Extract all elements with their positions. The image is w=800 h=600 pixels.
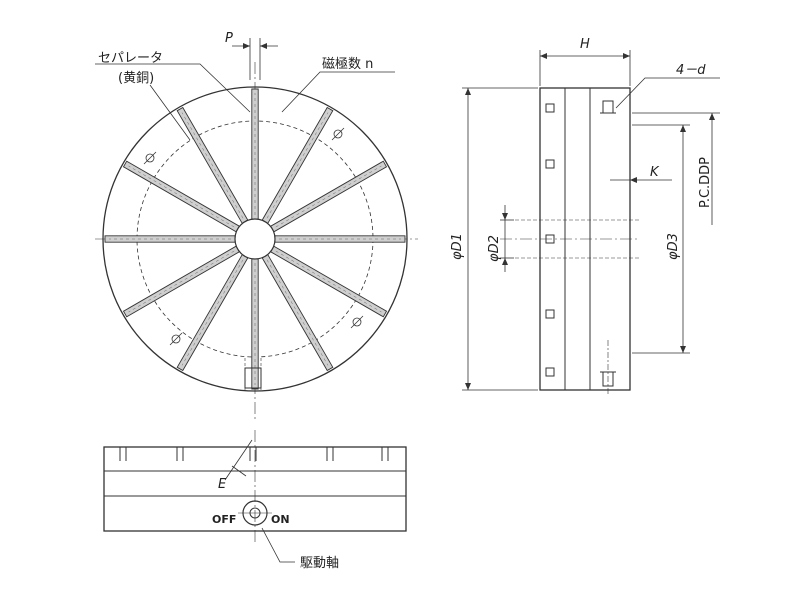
separator-centerline bbox=[181, 112, 244, 219]
p-label: P bbox=[225, 31, 233, 46]
center-hub bbox=[234, 218, 276, 260]
drive-shaft-label: 駆動軸 bbox=[300, 556, 339, 571]
d-label: 4－d bbox=[676, 63, 706, 78]
separator-centerline bbox=[275, 250, 382, 313]
h-label: H bbox=[580, 37, 590, 52]
e-label: E bbox=[218, 477, 227, 492]
d1-label: φD1 bbox=[450, 233, 465, 260]
separator-centerline bbox=[266, 259, 329, 366]
pcd-label: P.C.DDP bbox=[698, 157, 713, 208]
separator-centerline bbox=[275, 165, 382, 228]
off-label: OFF bbox=[212, 513, 236, 526]
k-label: K bbox=[650, 165, 660, 180]
on-label: ON bbox=[271, 513, 290, 526]
pole-count-label: 磁極数 n bbox=[322, 56, 373, 72]
separator-centerline bbox=[266, 112, 329, 219]
separator-label: セパレータ bbox=[98, 51, 163, 66]
separator-centerline bbox=[181, 259, 244, 366]
d2-label: φD2 bbox=[487, 235, 502, 262]
brass-label: (黄銅) bbox=[118, 71, 154, 86]
side-view bbox=[462, 50, 720, 395]
mounting-hole-icon bbox=[143, 127, 364, 346]
separator-centerline bbox=[128, 165, 235, 228]
bottom-view bbox=[103, 430, 407, 563]
d3-label: φD3 bbox=[666, 233, 681, 260]
front-view bbox=[95, 38, 418, 420]
separator-centerline bbox=[128, 250, 235, 313]
